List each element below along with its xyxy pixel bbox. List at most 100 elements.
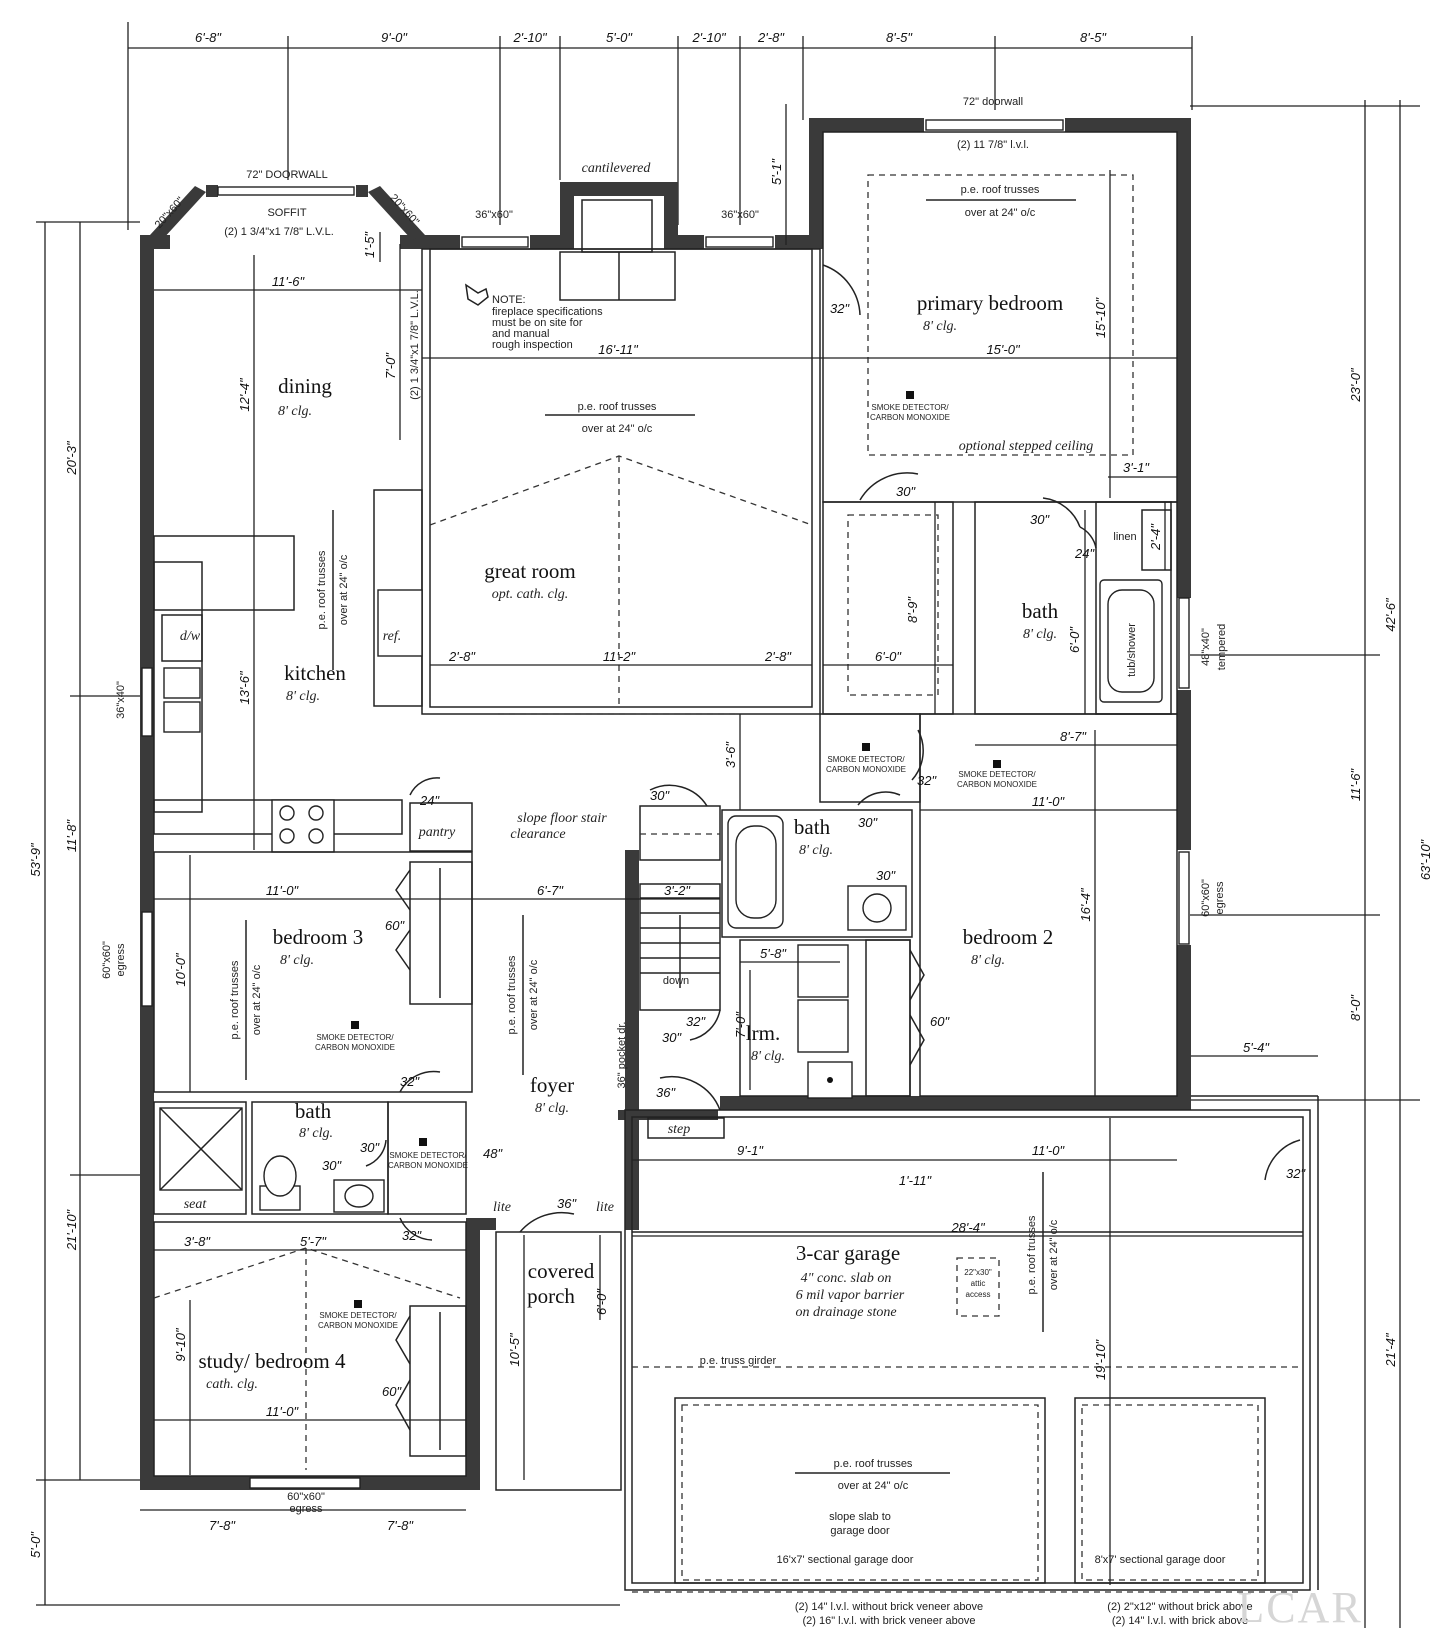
covered-porch-label-2: porch [527, 1284, 575, 1308]
kitchen-truss-label: p.e. roof trusses [316, 550, 328, 629]
door-label: 32" [400, 1074, 420, 1089]
left-dim-1: 20'-3" [64, 440, 79, 476]
top-dim-2: 9'-0" [381, 30, 408, 45]
great-room-label: great room [484, 559, 576, 583]
garage-header-2a: (2) 2"x12" without brick above [1107, 1601, 1252, 1613]
garage-label: 3-car garage [796, 1241, 900, 1265]
bottom-dim-1: 7'-8" [209, 1518, 236, 1533]
right-dim-3: 11'-6" [1348, 768, 1363, 802]
dim-hall-height: 3'-6" [723, 741, 738, 768]
left-dim-5: 5'-0" [28, 1531, 43, 1558]
door-label: 30" [662, 1030, 682, 1045]
door-label: 32" [686, 1014, 706, 1029]
linen-label: linen [1113, 531, 1136, 543]
truss-girder-label: p.e. truss girder [700, 1355, 777, 1367]
bedroom3-window-egress: egress [115, 943, 127, 977]
smoke-detector-label: SMOKE DETECTOR/ [319, 1311, 397, 1320]
dim-garage-height: 19'-10" [1093, 1338, 1108, 1380]
bedroom3-truss-label: p.e. roof trusses [229, 960, 241, 1039]
hand-pointer-icon [465, 283, 489, 306]
garage-header-1b: (2) 16" l.v.l. with brick veneer above [802, 1615, 975, 1627]
primary-bedroom-ceiling: 8' clg. [923, 319, 957, 334]
step-label: step [668, 1122, 691, 1137]
shower-seat-label: seat [184, 1197, 208, 1212]
stair-down-label: down [663, 975, 689, 987]
great-room-truss-spacing: over at 24" o/c [582, 423, 653, 435]
fireplace-header-label: (2) 1 3/4"x1 7/8" L.V.L. [409, 290, 421, 400]
smoke-detector-label: SMOKE DETECTOR/ [958, 770, 1036, 779]
top-dim-4: 5'-0" [606, 30, 633, 45]
dim-laundry-height: 7'-0" [733, 1011, 748, 1038]
dim-closet-width: 6'-0" [875, 649, 902, 664]
kitchen-window-label: 36"x40" [115, 681, 127, 719]
covered-porch-label-1: covered [528, 1259, 595, 1283]
attic-size-label: 22"x30" [964, 1268, 992, 1277]
primary-header-label: (2) 11 7/8" l.v.l. [957, 139, 1029, 151]
dim-bay-height: 1'-5" [362, 231, 377, 258]
dim-dining-height: 12'-4" [237, 377, 252, 412]
dim-bedroom3-width: 11'-0" [266, 883, 300, 898]
door-label: 60" [930, 1014, 950, 1029]
sidelite-left-label: lite [493, 1200, 511, 1215]
study-window-egress: egress [289, 1503, 323, 1515]
dim-study-width: 11'-0" [266, 1404, 300, 1419]
door-label: 32" [402, 1228, 422, 1243]
door-swings [365, 264, 1301, 1431]
garage-note-1: 4" conc. slab on [801, 1271, 892, 1286]
door-label: 30" [650, 788, 670, 803]
door-label: 30" [1030, 512, 1050, 527]
dim-garage-bump: 5'-4" [1243, 1040, 1270, 1055]
bedroom3-ceiling: 8' clg. [280, 953, 314, 968]
refrigerator-label: ref. [383, 629, 402, 644]
foyer-truss-spacing: over at 24" o/c [528, 959, 540, 1030]
bay-doorwall-label: 72" DOORWALL [246, 169, 328, 181]
smoke-detector-icon [354, 1300, 362, 1308]
bottom-dim-2: 7'-8" [387, 1518, 414, 1533]
carbon-monoxide-label: CARBON MONOXIDE [315, 1043, 395, 1052]
door-label: 30" [360, 1140, 380, 1155]
kitchen-ceiling: 8' clg. [286, 689, 320, 704]
dim-garage-c: 1'-11" [899, 1173, 933, 1188]
carbon-monoxide-label: CARBON MONOXIDE [318, 1321, 398, 1330]
dim-study-height: 9'-10" [173, 1327, 188, 1362]
primary-bedroom-label: primary bedroom [917, 291, 1063, 315]
dim-fireplace-height: 7'-0" [383, 352, 398, 379]
bedroom2-window-egress: egress [1214, 881, 1226, 915]
dim-primary-height: 15'-10" [1093, 296, 1108, 338]
top-dim-1: 6'-8" [195, 30, 222, 45]
right-dim-1: 23'-0" [1348, 367, 1363, 403]
tub-window-tempered: tempered [1216, 624, 1228, 670]
fixture-labels: ref. d/w pantry down step seat linen tub… [180, 531, 1138, 1215]
great-room-ceiling: opt. cath. clg. [492, 587, 569, 602]
door-label: 30" [876, 868, 896, 883]
garage-truss-spacing: over at 24" o/c [1048, 1219, 1060, 1290]
garage-lower-truss-label: p.e. roof trusses [834, 1458, 913, 1470]
dim-great-room-c: 2'-8" [764, 649, 792, 664]
door-label: 30" [858, 815, 878, 830]
dim-porch-width: 6'-0" [594, 1288, 609, 1315]
inner-dimension-texts: 11'-6" 12'-4" 16'-11" 15'-0" 15'-10" 5'-… [173, 158, 1270, 1533]
door-label: 32" [917, 773, 937, 788]
right-dim-6: 63'-10" [1418, 838, 1433, 880]
dim-great-room-width: 16'-11" [598, 342, 639, 357]
top-dim-6: 2'-8" [757, 30, 785, 45]
dim-bedroom2-height: 16'-4" [1078, 887, 1093, 922]
garage-truss-label: p.e. roof trusses [1026, 1215, 1038, 1294]
top-dim-7: 8'-5" [886, 30, 913, 45]
garage-door-2-label: 8'x7' sectional garage door [1095, 1554, 1226, 1566]
attic-label: attic [971, 1279, 986, 1288]
dim-linen-width: 3'-1" [1123, 460, 1150, 475]
dim-study-a: 3'-8" [184, 1234, 211, 1249]
front-bath-ceiling: 8' clg. [299, 1126, 333, 1141]
smoke-detector-label: SMOKE DETECTOR/ [871, 403, 949, 412]
fireplace-note-4: rough inspection [492, 339, 573, 351]
right-dim-2: 42'-6" [1383, 597, 1398, 632]
primary-bath-ceiling: 8' clg. [1023, 627, 1057, 642]
slope-slab-note-2: garage door [830, 1525, 890, 1537]
garage-note-2: 6 mil vapor barrier [796, 1288, 905, 1303]
foyer-ceiling: 8' clg. [535, 1101, 569, 1116]
dim-great-room-b: 11'-2" [603, 649, 637, 664]
bedroom3-window-label: 60"x60" [101, 941, 113, 979]
door-label: 48" [483, 1146, 503, 1161]
